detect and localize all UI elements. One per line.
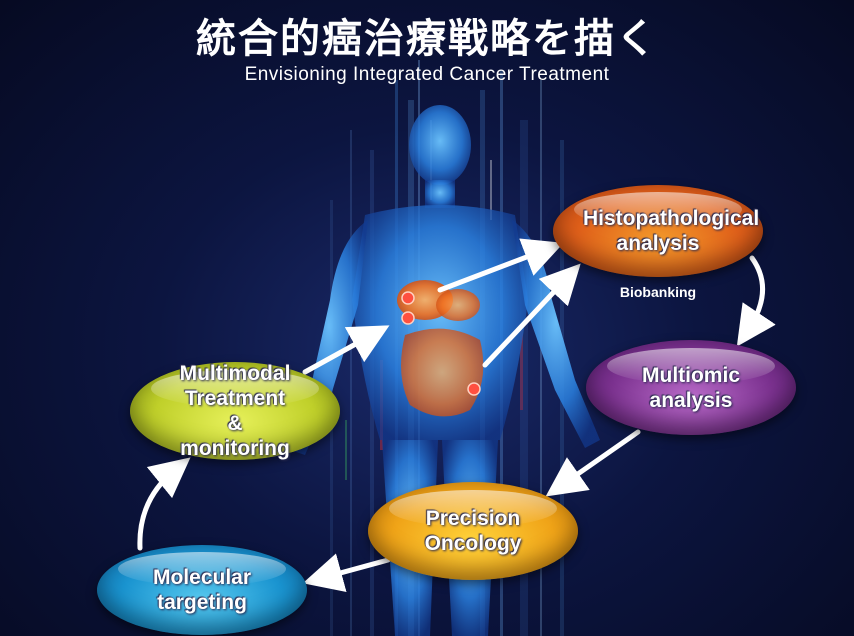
page-subtitle: Envisioning Integrated Cancer Treatment [244, 64, 610, 85]
tumor-spot [401, 291, 415, 305]
node-multiomic-analysis: Multiomic analysis [586, 340, 796, 435]
tumor-spot [467, 382, 481, 396]
page-title: 統合的癌治療戦略を描く [196, 16, 658, 62]
biobanking-label: Biobanking [619, 284, 697, 300]
arrow-multimodal-to-body [302, 325, 390, 375]
arrow-histo-to-multiomic [736, 255, 776, 347]
node-molecular-targeting: Molecular targeting [97, 545, 307, 635]
arrow-multiomic-to-precision [545, 429, 641, 497]
node-multimodal-treatment-monitoring: Multimodal Treatment & monitoring [130, 362, 340, 460]
tumor-spot [401, 311, 415, 325]
arrow-organs-to-histo [437, 238, 564, 293]
node-histopathological-analysis: Histopathological analysis [553, 185, 763, 277]
arrow-colon-to-histo [482, 263, 581, 368]
node-precision-oncology: Precision Oncology [368, 482, 578, 580]
flow-arrows [137, 238, 776, 593]
arrow-precision-to-molecular [302, 553, 391, 593]
arrow-molecular-to-multimodal [137, 457, 191, 551]
